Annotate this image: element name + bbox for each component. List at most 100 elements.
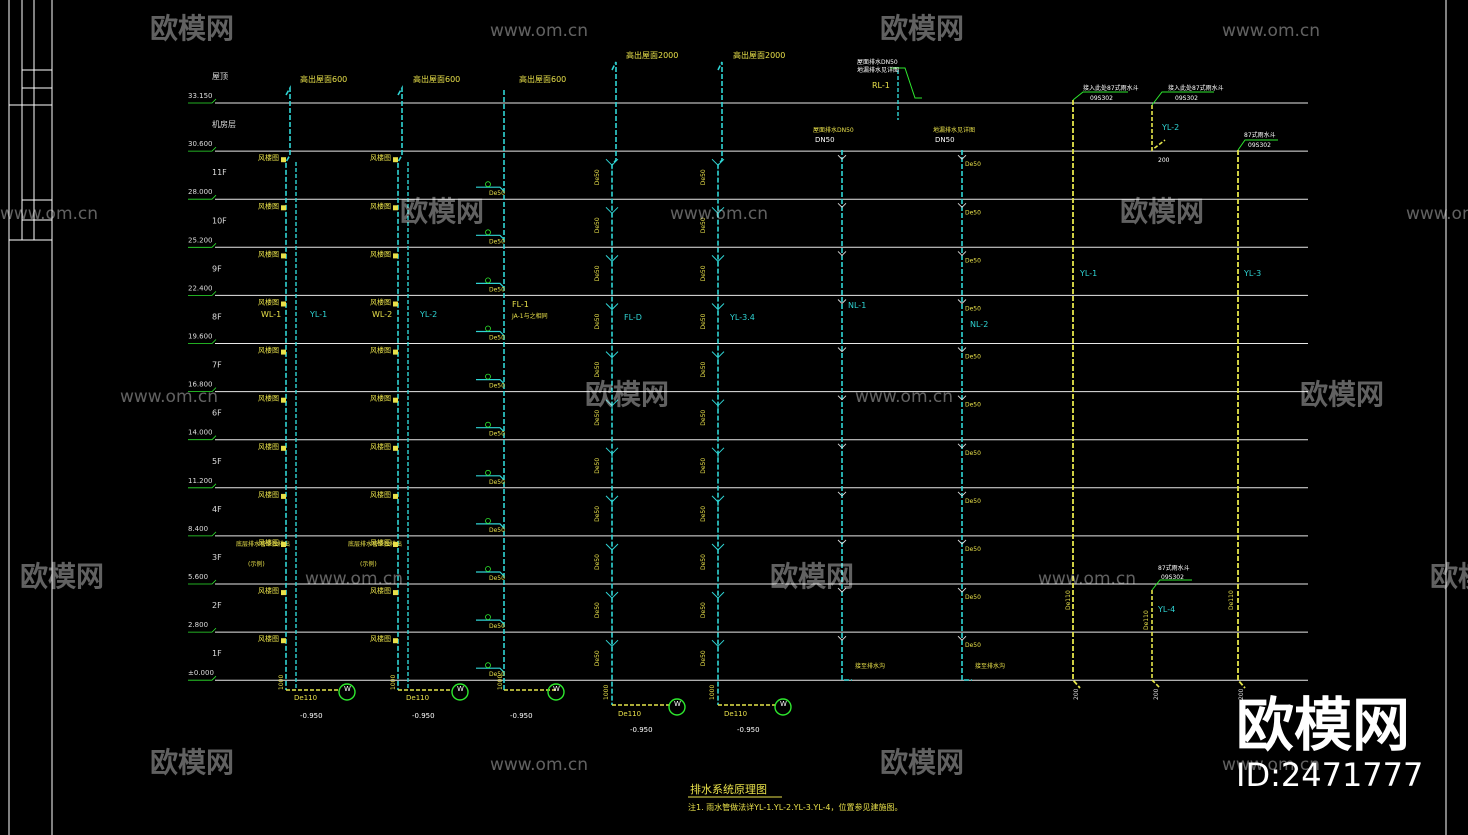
floor-elevation: 8.400 [188,525,208,533]
watermark-brand: 欧模网 [1430,560,1468,593]
label-fl-1-note: JA-1与之相同 [511,312,548,320]
riser-yl-2: YL-2 接入此处87式雨水斗 09S302 200 [1151,84,1224,164]
watermark-site: www.om.cn [0,204,98,224]
label-yl-3-4: YL-3.4 [729,313,755,322]
fitting-mark [281,542,286,547]
fenglou-label: 风楼图 [370,346,391,355]
len-1000: 1000 [278,675,285,690]
de50-fl: De50 [489,335,505,342]
fenglou-label: 风楼图 [370,586,391,595]
fenglou-label: 风楼图 [370,298,391,307]
riser-fl-1: W 高出屋面600 FL-1 JA-1与之相同 -0.950 [503,74,566,720]
w-mark-1: W [344,685,351,693]
floor-name: 2F [212,601,222,610]
de50-y: De50 [594,650,601,666]
watermark-brand: 欧模网 [1300,378,1384,411]
drawing-frame [8,0,1447,835]
riser-wl-1: W 高出屋面600 WL-1 YL-1 -0.950 De110 底层排水管单独… [236,74,356,720]
w-mark-5: W [780,700,787,708]
out-elev-2: -0.950 [412,712,435,720]
fenglou-label: 风楼图 [258,298,279,307]
fenglou-label: 风楼图 [370,249,391,258]
watermark-brand: 欧模网 [400,195,484,228]
fitting-mark [393,349,398,355]
yl-top-note-2: 接入此处87式雨水斗 [1168,84,1224,92]
fitting-mark [281,638,286,644]
de50-fl: De50 [489,671,505,678]
watermark-brand: 欧模网 [150,746,234,779]
fenglou-label: 风楼图 [258,201,279,210]
w-mark-3: W [553,685,560,693]
de50-y: De50 [594,217,601,233]
fenglou-label: 风楼图 [258,538,279,547]
fenglou-label: 风楼图 [258,249,279,258]
watermark-brand: 欧模网 [20,560,104,593]
de50-fl: De50 [489,527,505,534]
riser-fl-d: W 高出屋面2000 FL-D -0.950 De110 [611,50,686,734]
len-1000: 1000 [390,675,397,690]
yl-top-note-1: 接入此处87式雨水斗 [1083,84,1139,92]
top-label-4: 高出屋面2000 [626,50,678,60]
std-b-3: 09S302 [1248,142,1271,149]
de50-fl: De50 [489,383,505,390]
de50-y: De50 [700,554,707,570]
watermark-site: www.om.cn [1222,755,1320,775]
label-rl-1: RL-1 [872,81,890,90]
label-wl-1: WL-1 [261,310,281,319]
watermark-site: www.om.cn [305,569,403,589]
watermark-brand: 欧模网 [585,378,669,411]
label-yl-2-small: YL-2 [419,310,437,319]
watermark-site: www.om.cn [490,21,588,41]
de50-nl2: De50 [965,161,981,168]
de110-yl: De110 [1143,610,1150,630]
watermark-site: www.om.cn [120,387,218,407]
de50-y: De50 [700,265,707,281]
de50-fl: De50 [489,575,505,582]
fitting-mark [393,301,398,307]
riser-wl-2: W 高出屋面600 WL-2 YL-2 -0.950 De110 底层排水管单独… [348,74,469,720]
watermark-site: www.om.cn [1222,21,1320,41]
w-mark-2: W [457,685,464,693]
de50-y: De50 [594,265,601,281]
riser-nl-2: NL-2 地漏排水见详图 DN50 接至排水沟 [933,126,1005,681]
basement-note-1: 底层排水管单独排出 [236,540,290,548]
floor-name: 3F [212,553,222,562]
floor-name: 8F [212,313,222,322]
watermark-brand: 欧模网 [150,12,234,45]
rl-note-top2: 地漏排水见详图 [857,66,899,74]
floor-name: 11F [212,168,227,177]
rl-note-1: 屋面排水DN50 [813,126,854,134]
fitting-mark [281,157,286,163]
id-text: ID:2471777 [1236,756,1423,794]
de50-y: De50 [594,458,601,474]
de50-y: De50 [594,361,601,377]
fenglou-label: 风楼图 [370,201,391,210]
manhole-w-1 [338,683,356,701]
de110-5: De110 [724,710,747,718]
floor-name: 屋顶 [212,72,228,81]
fenglou-label: 风楼图 [258,394,279,403]
watermark-site: www.om.cn [490,755,588,775]
dn50-1: DN50 [815,136,835,144]
basement-note-1b: (示例) [248,560,265,568]
watermarks: 欧模网欧模网欧模网欧模网欧模网欧模网欧模网欧模网欧模网欧模网欧模网www.om.… [0,12,1468,779]
fenglou-label: 风楼图 [258,490,279,499]
top-label-5: 高出屋面2000 [733,50,785,60]
fitting-mark [393,493,398,499]
fitting-mark [393,205,398,211]
de50-fl: De50 [489,623,505,630]
label-fl-1: FL-1 [512,300,529,309]
de50-y: De50 [700,506,707,522]
floor-elevation: 5.600 [188,573,208,581]
de50-nl2: De50 [965,257,981,264]
floor-elevation: 16.800 [188,381,213,389]
de110-yl: De110 [1065,590,1072,610]
floor-name: 1F [212,649,222,658]
manhole-w-2 [451,683,469,701]
de50-y: De50 [700,361,707,377]
floor-name: 机房层 [212,119,236,129]
fitting-mark [281,253,286,259]
drawing-note: 注1. 雨水管做法详YL-1.YL-2.YL-3.YL-4，位置参见建施图。 [688,802,903,812]
fitting-mark [393,397,398,403]
